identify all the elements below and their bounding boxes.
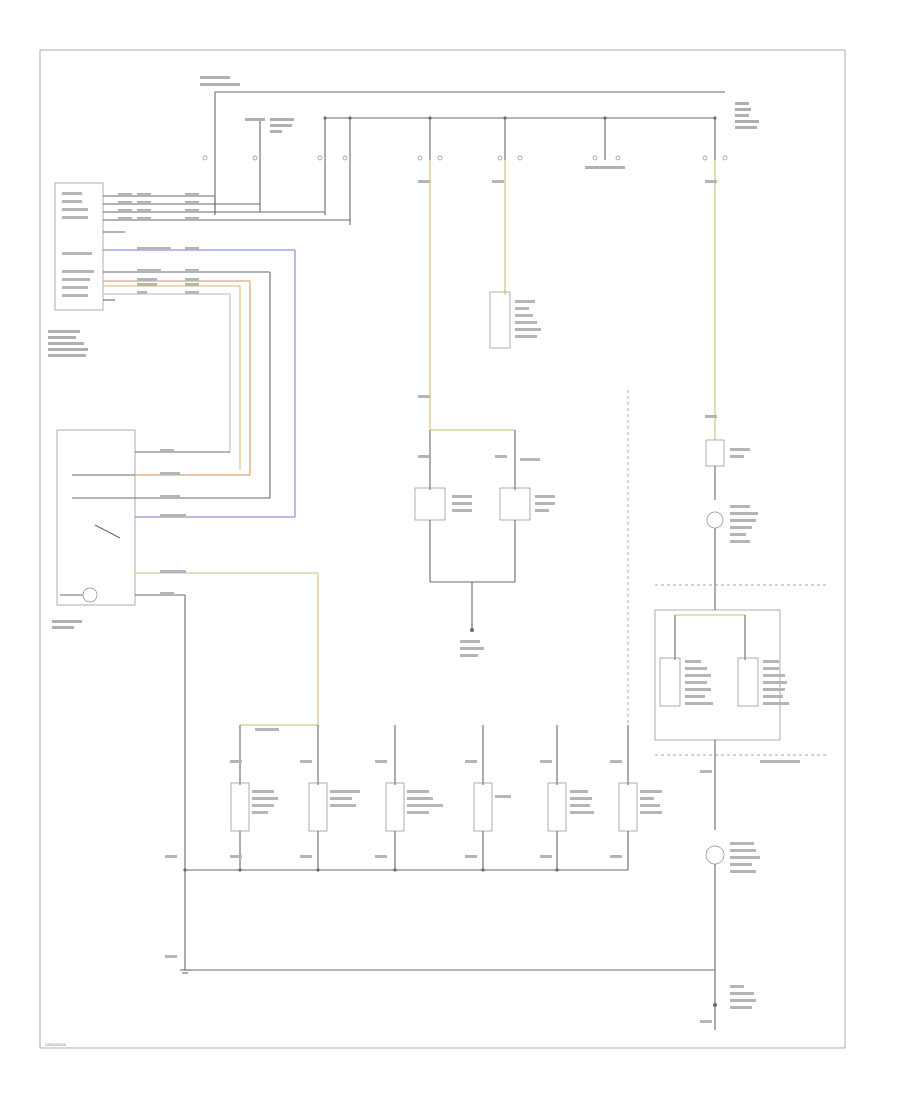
bcm-harness [103, 195, 350, 517]
fuse-markers [202, 155, 728, 161]
bcm-wire-label-marks [62, 192, 199, 297]
power-bus [214, 91, 725, 225]
center-branch [414, 160, 555, 657]
light-switch [52, 429, 319, 970]
figure-code: G00000000 [45, 1043, 67, 1047]
diagram-border [39, 49, 846, 1049]
fuse-label-marks [200, 76, 759, 169]
right-branch [654, 160, 828, 1023]
body-control-module [48, 182, 104, 357]
bottom-lamp-row [165, 724, 716, 1030]
center-right-branch [489, 160, 541, 349]
